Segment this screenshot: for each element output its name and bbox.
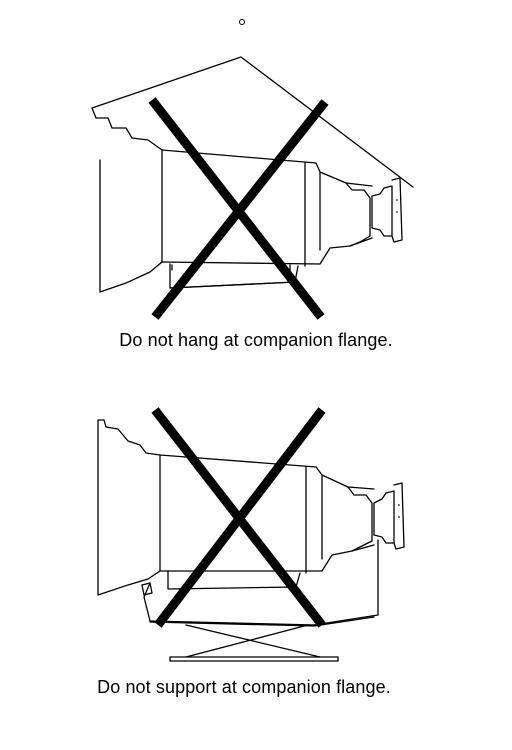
panel-hang-warning: Do not hang at companion flange.: [91, 19, 414, 350]
x-mark-icon: [148, 97, 329, 320]
transmission-body: [91, 107, 403, 293]
hang-illustration: [91, 19, 414, 320]
sling-ropes: [91, 56, 414, 188]
panel-support-warning: Do not support at companion flange.: [0, 375, 512, 750]
caption-support: Do not support at companion flange.: [97, 677, 391, 697]
x-mark-icon: [151, 407, 326, 628]
jack-stand: [143, 539, 379, 662]
caption-hang: Do not hang at companion flange.: [119, 330, 393, 350]
support-illustration: [97, 407, 405, 662]
hook-icon: [239, 19, 245, 25]
transmission-body: [97, 419, 405, 596]
